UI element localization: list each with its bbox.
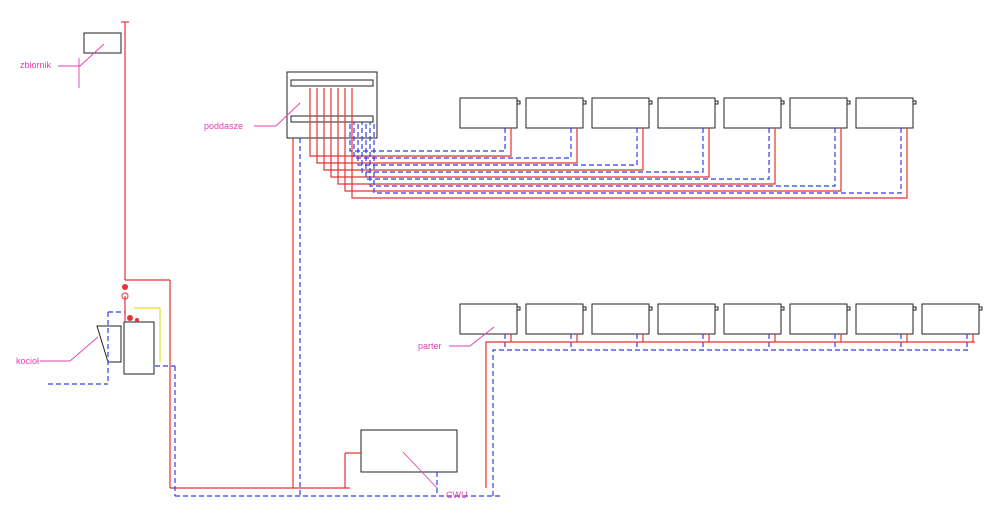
radiator-valve-icon xyxy=(648,306,653,311)
attic-supply-pipe xyxy=(351,88,908,199)
ground-supply-main xyxy=(485,341,975,488)
radiator-valve-icon xyxy=(846,100,851,105)
attic-return-pipe xyxy=(357,122,638,166)
radiator-valve-icon xyxy=(780,306,785,311)
expansion-tank xyxy=(83,21,129,280)
ground-radiator xyxy=(459,303,518,335)
radiator-valve-icon xyxy=(780,100,785,105)
attic-supply-pipe xyxy=(330,88,710,178)
radiator-valve-icon xyxy=(846,306,851,311)
attic-label: poddasze xyxy=(204,121,244,131)
attic-radiator xyxy=(789,97,848,129)
boiler-label: kocioł xyxy=(16,356,40,366)
ground-radiator xyxy=(657,303,716,335)
radiator-valve-icon xyxy=(648,100,653,105)
radiator-valve-icon xyxy=(714,100,719,105)
radiator-valve-icon xyxy=(714,306,719,311)
radiator-valve-icon xyxy=(516,306,521,311)
attic-radiator xyxy=(525,97,584,129)
boiler xyxy=(48,279,500,497)
attic-radiator xyxy=(459,97,518,129)
attic-radiator xyxy=(657,97,716,129)
attic-supply-pipe xyxy=(337,88,776,185)
radiator-valve-icon xyxy=(912,100,917,105)
attic-return-pipe xyxy=(369,122,836,187)
attic-return-pipe xyxy=(353,122,572,159)
radiator-valve-icon xyxy=(978,306,983,311)
radiator-valve-icon xyxy=(582,306,587,311)
attic-radiator xyxy=(723,97,782,129)
ground-radiators xyxy=(459,303,983,496)
attic-return-pipe xyxy=(373,122,902,194)
tank-label: zbiornik xyxy=(20,60,52,70)
attic-radiator xyxy=(591,97,650,129)
attic-radiators xyxy=(309,88,917,199)
attic-manifold xyxy=(286,71,378,139)
radiator-valve-icon xyxy=(516,100,521,105)
radiator-valve-icon xyxy=(582,100,587,105)
radiator-valve-icon xyxy=(912,306,917,311)
ground-radiator xyxy=(591,303,650,335)
attic-return-pipe xyxy=(361,122,704,173)
attic-risers xyxy=(292,138,301,496)
attic-radiator xyxy=(855,97,914,129)
attic-supply-pipe xyxy=(309,88,512,157)
ground-radiator xyxy=(921,303,980,335)
ground-radiator xyxy=(525,303,584,335)
ground-radiator xyxy=(855,303,914,335)
attic-supply-pipe xyxy=(344,88,842,192)
ground-radiator xyxy=(789,303,848,335)
ground-floor-label: parter xyxy=(418,341,442,351)
ground-return-main xyxy=(492,349,970,496)
hot-water-label: CWU xyxy=(446,490,468,500)
attic-return-pipe xyxy=(349,122,506,152)
leader-lines xyxy=(40,43,495,489)
ground-radiator xyxy=(723,303,782,335)
attic-supply-pipe xyxy=(316,88,578,164)
attic-return-pipe xyxy=(365,122,770,180)
hot-water-tank xyxy=(344,429,458,496)
attic-supply-pipe xyxy=(323,88,644,171)
